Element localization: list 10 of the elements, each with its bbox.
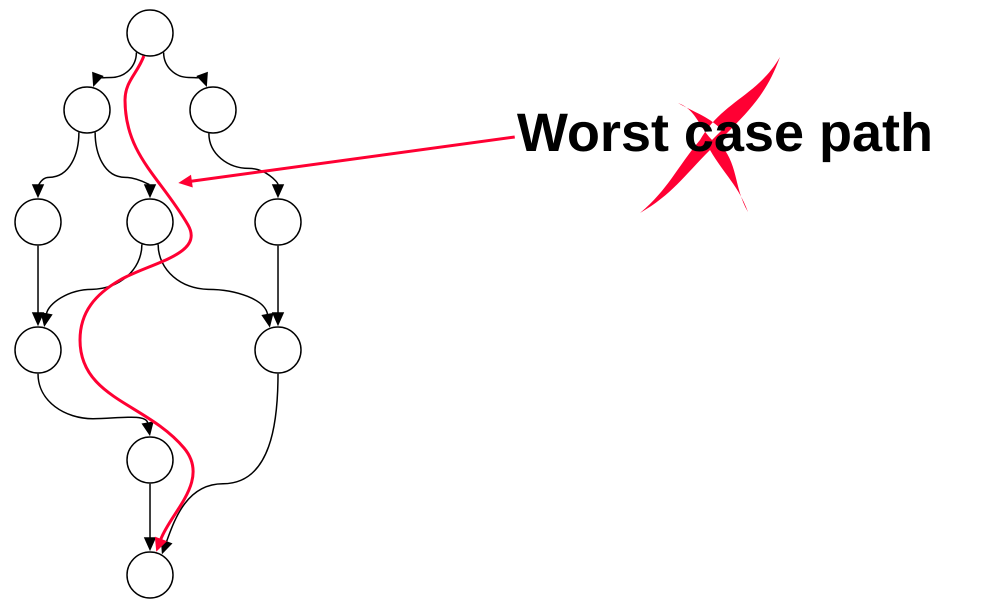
circle-node — [189, 86, 237, 134]
circle-node — [254, 326, 302, 374]
circle-node — [14, 326, 62, 374]
circle-node — [126, 551, 174, 599]
circle-node — [63, 86, 111, 134]
circle-node — [126, 436, 174, 484]
circle-node — [14, 198, 62, 246]
circle-node — [254, 198, 302, 246]
circle-node — [126, 9, 174, 57]
circle-node — [126, 198, 174, 246]
